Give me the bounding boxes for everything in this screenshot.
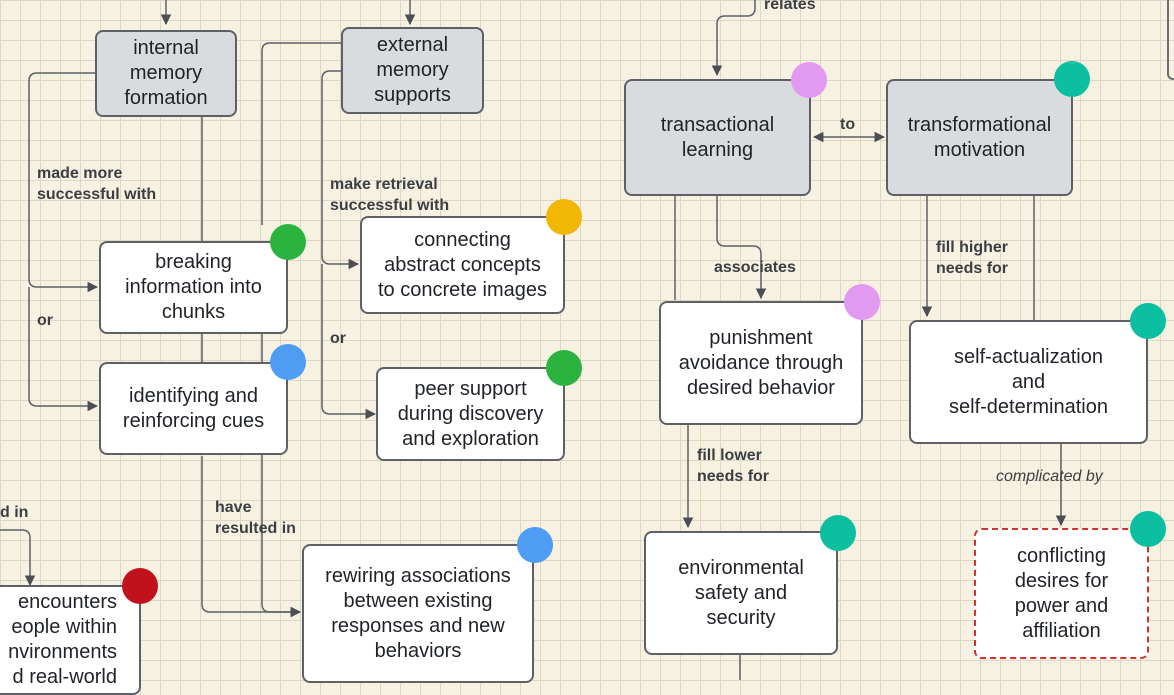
status-dot-green [546,350,582,386]
status-dot-red [122,568,158,604]
label-to: to [840,116,856,133]
status-dot-teal [820,515,856,551]
label-relates: relates [764,0,816,13]
node-conflicting-desires[interactable]: conflicting desires for power and affili… [974,528,1149,659]
node-self-actualization[interactable]: self-actualization and self-determinatio… [909,320,1148,444]
node-breaking-information[interactable]: breaking information into chunks [99,241,288,334]
node-rewiring-associations[interactable]: rewiring associations between existing r… [302,544,534,683]
status-dot-blue [517,527,553,563]
label-have-resulted-in: have resulted in [215,499,296,537]
label-made-more-successful: made more successful with [37,165,157,203]
status-dot-pink [844,284,880,320]
label-associates: associates [714,259,796,276]
status-dot-teal [1054,61,1090,97]
node-external-memory-supports[interactable]: external memory supports [341,27,484,114]
frame-edge [1167,0,1174,80]
label-fill-higher-needs: fill higher needs for [936,239,1009,277]
label-or-left: or [37,312,53,329]
node-transformational-motivation[interactable]: transformational motivation [886,79,1073,196]
node-peer-support[interactable]: peer support during discovery and explor… [376,367,565,461]
label-complicated-by: complicated by [996,468,1103,485]
node-environmental-safety[interactable]: environmental safety and security [644,531,838,655]
status-dot-teal [1130,511,1166,547]
label-d-in: d in [0,504,29,521]
status-dot-teal [1130,303,1166,339]
connector-lines [0,0,1067,680]
status-dot-pink [791,62,827,98]
node-punishment-avoidance[interactable]: punishment avoidance through desired beh… [659,301,863,425]
status-dot-green [270,224,306,260]
node-encounters[interactable]: encounters eople within nvironments d re… [0,585,141,695]
label-make-retrieval: make retrieval successful with [330,176,450,214]
node-internal-memory-formation[interactable]: internal memory formation [95,30,237,117]
node-connecting-abstract[interactable]: connecting abstract concepts to concrete… [360,216,565,314]
node-transactional-learning[interactable]: transactional learning [624,79,811,196]
status-dot-yellow [546,199,582,235]
status-dot-blue [270,344,306,380]
label-or-mid: or [330,330,346,347]
label-fill-lower-needs: fill lower needs for [697,447,770,485]
node-identifying-cues[interactable]: identifying and reinforcing cues [99,362,288,455]
